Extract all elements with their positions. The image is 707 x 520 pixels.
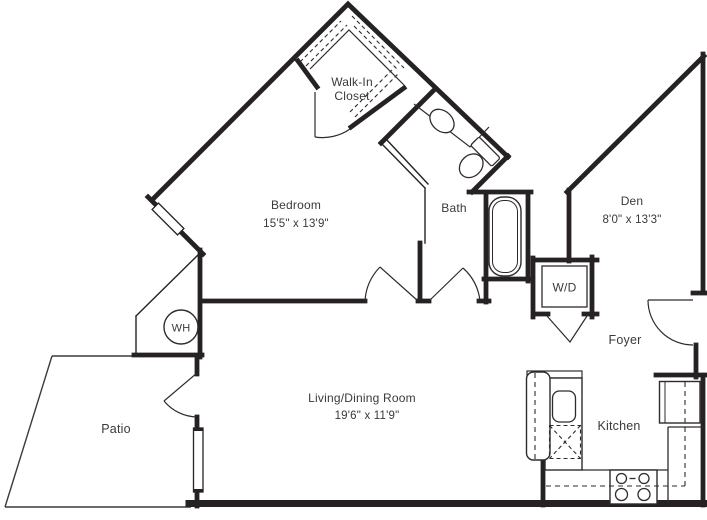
- kitchen-sink: [551, 390, 577, 423]
- bathtub-inner: [492, 200, 518, 273]
- water-heater: [163, 309, 199, 345]
- kitchen-fixtures: [525, 370, 703, 505]
- pantry-cabinet: [658, 380, 701, 424]
- stove-burners: [614, 472, 651, 502]
- room-label-foyer: Foyer: [609, 333, 642, 347]
- living-room-window: [192, 427, 204, 493]
- walls-thick: [131, 0, 707, 509]
- room-label-patio: Patio: [101, 422, 131, 436]
- doors: [163, 92, 694, 418]
- bath-door-swing: [428, 267, 481, 302]
- toilet-tank: [470, 136, 501, 167]
- laundry-door-fold: [546, 315, 588, 343]
- room-dims-den: 8'0" x 13'3": [602, 214, 661, 226]
- room-label-bedroom: Bedroom: [271, 198, 321, 212]
- bedroom-door-swing: [364, 266, 419, 302]
- room-dims-living-dining: 19'6" x 11'9": [335, 410, 400, 422]
- refrigerator: [525, 371, 551, 461]
- bedroom-window: [151, 202, 185, 236]
- label-water-heater: WH: [172, 323, 191, 335]
- dishwasher-outline: [548, 424, 582, 460]
- burner: [637, 487, 651, 502]
- bath-fixtures: [413, 103, 522, 277]
- closet-shelving: [299, 15, 405, 118]
- closet-shelf-edge: [309, 29, 405, 86]
- bath-sink: [429, 108, 455, 134]
- room-label-den: Den: [621, 194, 644, 208]
- patio-door-swing: [163, 372, 198, 418]
- room-label-living-dining: Living/Dining Room: [308, 391, 416, 405]
- windows: [151, 202, 204, 493]
- burner: [638, 472, 650, 485]
- room-label-bath: Bath: [441, 201, 467, 215]
- entry-door-swing: [647, 299, 694, 346]
- walls-thin: [135, 138, 429, 355]
- closet-door-swing: [314, 92, 351, 139]
- dishwasher-x: [549, 425, 581, 459]
- patio-edge: [4, 355, 191, 508]
- closet-rod-dashed: [299, 15, 405, 118]
- living-window-caps: [193, 428, 204, 492]
- laundry: [541, 265, 588, 308]
- patio-outline: [4, 355, 191, 508]
- washer-dryer-box: [541, 265, 588, 308]
- label-washer-dryer: W/D: [553, 281, 577, 295]
- room-label-walkin-closet-2: Closet: [334, 89, 370, 103]
- labels: Walk-In Closet Bedroom 15'5" x 13'9" Bat…: [101, 75, 661, 436]
- dishwasher: [548, 424, 582, 460]
- water-heater-circle: [163, 309, 199, 345]
- toilet: [458, 136, 501, 179]
- room-label-walkin-closet-1: Walk-In: [331, 75, 373, 89]
- burner: [615, 472, 628, 485]
- room-label-kitchen: Kitchen: [597, 419, 640, 433]
- toilet-bowl: [458, 153, 484, 179]
- burner: [614, 487, 629, 502]
- room-dims-bedroom: 15'5" x 13'9": [263, 218, 329, 230]
